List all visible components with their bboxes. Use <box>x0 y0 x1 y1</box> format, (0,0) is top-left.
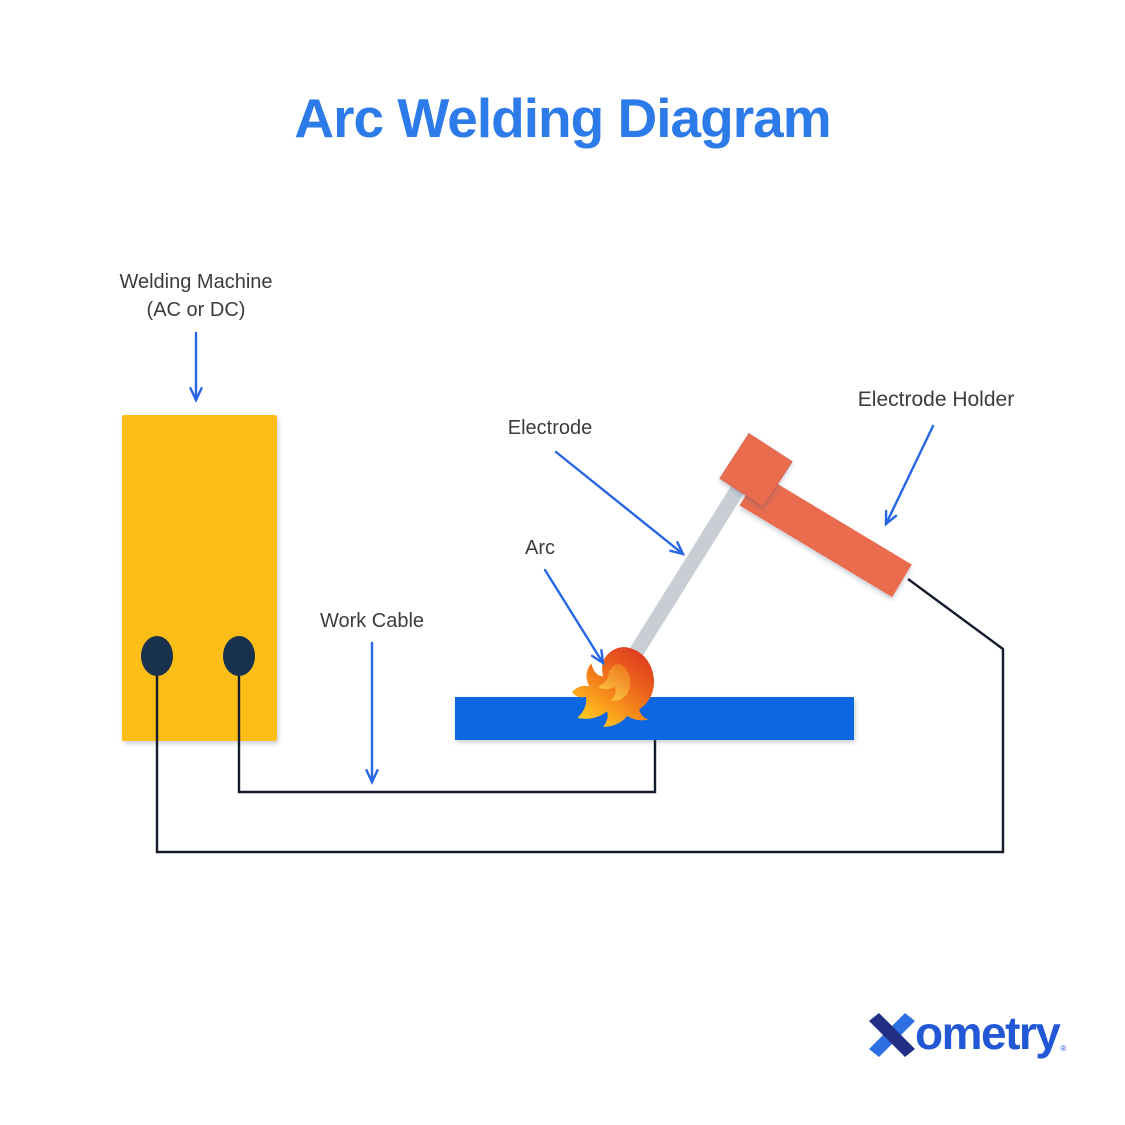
arc-arrow <box>543 568 605 666</box>
electrode-holder-arrow <box>884 424 935 527</box>
arc-flame <box>572 647 654 727</box>
electrode-rod <box>623 453 765 666</box>
electrode-holder-label: Electrode Holder <box>857 388 1015 411</box>
xometry-x-icon <box>869 1013 915 1057</box>
xometry-logo: ometry ® <box>869 1010 1066 1057</box>
page-title: Arc Welding Diagram <box>294 87 831 149</box>
arc-label: Arc <box>525 537 555 559</box>
work-cable-label: Work Cable <box>319 610 425 632</box>
welding-machine-label: Welding Machine (AC or DC) <box>119 268 272 324</box>
registered-mark: ® <box>1060 1044 1067 1053</box>
electrode-arrow <box>554 450 686 556</box>
work-cable-arrow <box>365 641 379 785</box>
welding-machine-box <box>122 415 277 741</box>
electrode-label: Electrode <box>507 417 593 439</box>
electrode-holder-handle <box>739 472 912 598</box>
xometry-logo-text: ometry <box>915 1007 1061 1059</box>
welding-machine-label-line1: Welding Machine <box>119 271 273 293</box>
welding-machine-label-line2: (AC or DC) <box>146 299 246 321</box>
workpiece-bar <box>455 697 854 740</box>
terminal-right-knob <box>223 636 255 676</box>
electrode-cable <box>155 578 1005 854</box>
electrode-holder-clamp <box>718 432 794 508</box>
work-cable-line <box>237 660 657 794</box>
terminal-left-knob <box>141 636 173 676</box>
welding-machine-arrow <box>189 331 203 403</box>
